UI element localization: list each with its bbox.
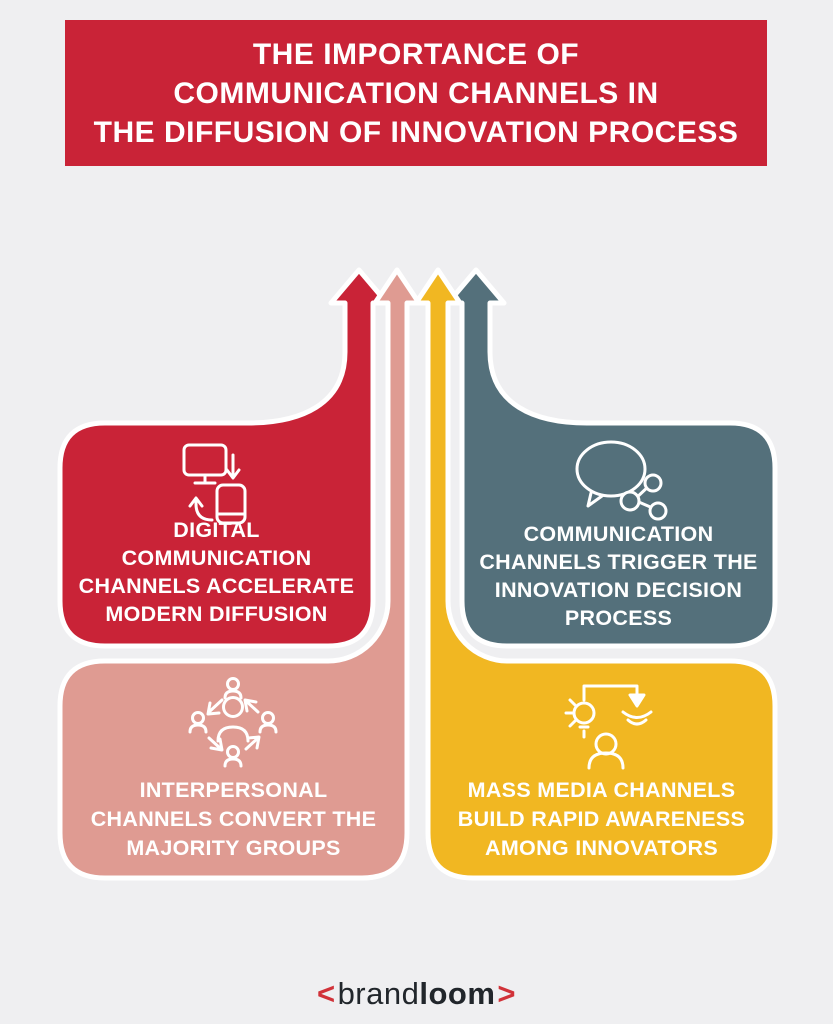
card-label-trigger: COMMUNICATION CHANNELS TRIGGER THE INNOV… <box>462 520 775 632</box>
card-label-massmedia: MASS MEDIA CHANNELS BUILD RAPID AWARENES… <box>428 776 775 863</box>
card-trigger-shape <box>445 267 778 649</box>
card-label-line: CHANNELS CONVERT THE <box>90 807 377 831</box>
title-line: THE DIFFUSION OF INNOVATION PROCESS <box>93 115 739 149</box>
page-title: THE IMPORTANCE OF COMMUNICATION CHANNELS… <box>94 35 739 152</box>
card-label-line: CHANNELS TRIGGER THE <box>479 550 758 574</box>
card-interpersonal-shape <box>57 267 422 881</box>
title-line: COMMUNICATION CHANNELS IN <box>173 76 659 110</box>
brand-logo: < brand loom > <box>0 972 833 1016</box>
card-label-line: INNOVATION DECISION <box>494 578 743 602</box>
card-label-line: AMONG INNOVATORS <box>485 836 718 860</box>
card-massmedia-shape <box>413 267 778 881</box>
card-label-line: BUILD RAPID AWARENESS <box>457 807 746 831</box>
card-label-line: PROCESS <box>564 606 673 630</box>
title-banner: THE IMPORTANCE OF COMMUNICATION CHANNELS… <box>65 20 767 166</box>
title-line: THE IMPORTANCE OF <box>252 37 580 71</box>
logo-name-regular: brand <box>337 976 420 1011</box>
card-label-line: COMMUNICATION <box>121 546 312 570</box>
people-network-icon <box>188 677 278 768</box>
card-label-line: MODERN DIFFUSION <box>105 602 328 626</box>
broadcast-idea-icon <box>564 684 653 770</box>
logo-right-bracket-icon: > <box>497 976 517 1011</box>
card-label-line: MAJORITY GROUPS <box>126 836 341 860</box>
card-label-digital: DIGITAL COMMUNICATION CHANNELS ACCELERAT… <box>60 516 373 628</box>
devices-sync-icon <box>182 443 247 525</box>
card-digital-shape <box>57 267 390 649</box>
logo-left-bracket-icon: < <box>316 976 336 1011</box>
card-label-interpersonal: INTERPERSONAL CHANNELS CONVERT THE MAJOR… <box>60 776 407 863</box>
logo-name-bold: loom <box>419 976 496 1011</box>
card-label-line: COMMUNICATION <box>523 522 714 546</box>
card-label-line: CHANNELS ACCELERATE <box>78 574 355 598</box>
card-label-line: DIGITAL <box>173 518 260 542</box>
speech-bubble-share-icon <box>575 440 668 521</box>
card-label-line: INTERPERSONAL <box>139 778 328 802</box>
card-label-line: MASS MEDIA CHANNELS <box>467 778 736 802</box>
